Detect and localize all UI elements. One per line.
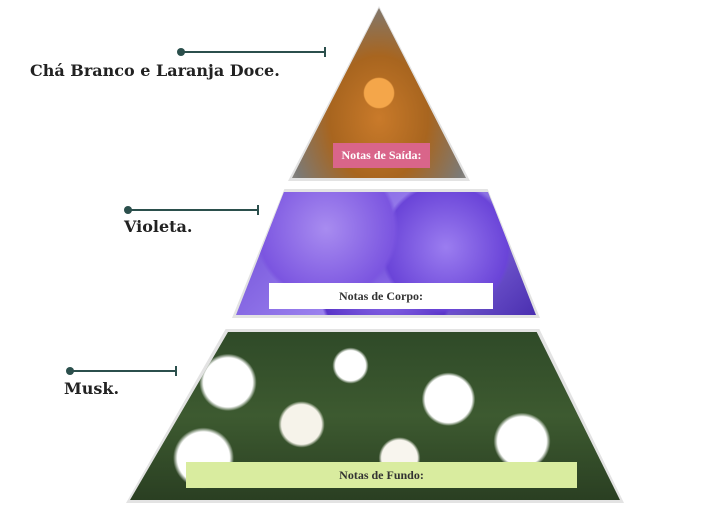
top-ingredient: Chá Branco e Laranja Doce. <box>30 61 280 80</box>
bottom-ingredient: Musk. <box>64 379 120 398</box>
top-connector-line <box>177 47 326 57</box>
middle-connector-line <box>124 205 259 215</box>
heart-notes-label: Notas de Corpo: <box>269 283 493 309</box>
base-notes-label: Notas de Fundo: <box>186 462 577 488</box>
middle-ingredient: Violeta. <box>124 217 193 236</box>
top-notes-label: Notas de Saída: <box>333 143 430 168</box>
bottom-connector-line <box>66 366 177 376</box>
